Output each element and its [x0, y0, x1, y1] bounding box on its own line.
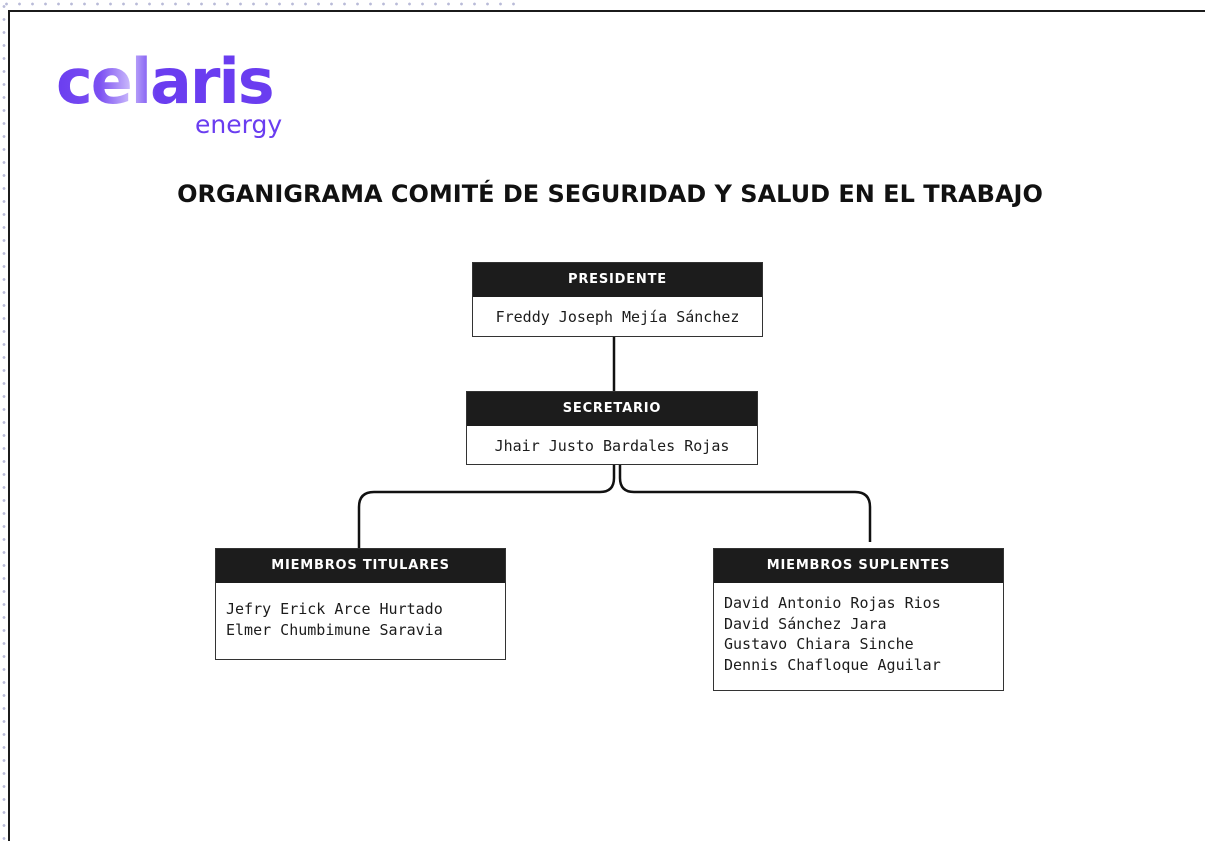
- node-titulares-role: MIEMBROS TITULARES: [216, 549, 505, 583]
- node-suplentes-role: MIEMBROS SUPLENTES: [714, 549, 1003, 583]
- logo-wordmark: celaris: [56, 42, 275, 122]
- node-titulares-list: Jefry Erick Arce Hurtado Elmer Chumbimun…: [216, 583, 505, 652]
- list-item: Elmer Chumbimune Saravia: [226, 620, 443, 639]
- decorative-dots-top: [0, 0, 520, 8]
- list-item: Jefry Erick Arce Hurtado: [226, 600, 443, 618]
- node-presidente-role: PRESIDENTE: [473, 263, 762, 297]
- node-secretario: SECRETARIO Jhair Justo Bardales Rojas: [466, 391, 758, 465]
- decorative-dots-left: [0, 0, 8, 841]
- list-item: Dennis Chafloque Aguilar: [724, 655, 941, 674]
- node-presidente: PRESIDENTE Freddy Joseph Mejía Sánchez: [472, 262, 763, 337]
- page-title: ORGANIGRAMA COMITÉ DE SEGURIDAD Y SALUD …: [177, 180, 1043, 208]
- node-miembros-titulares: MIEMBROS TITULARES Jefry Erick Arce Hurt…: [215, 548, 506, 660]
- node-miembros-suplentes: MIEMBROS SUPLENTES David Antonio Rojas R…: [713, 548, 1004, 691]
- logo-subtitle: energy: [195, 110, 283, 139]
- node-presidente-name: Freddy Joseph Mejía Sánchez: [495, 308, 740, 326]
- node-suplentes-list: David Antonio Rojas Rios David Sánchez J…: [714, 583, 1003, 687]
- node-secretario-role: SECRETARIO: [467, 392, 757, 426]
- node-secretario-name: Jhair Justo Bardales Rojas: [494, 437, 730, 455]
- celaris-logo: celaris energy: [56, 42, 306, 147]
- list-item: David Sánchez Jara: [724, 614, 887, 633]
- list-item: Gustavo Chiara Sinche: [724, 635, 914, 653]
- list-item: David Antonio Rojas Rios: [724, 594, 941, 612]
